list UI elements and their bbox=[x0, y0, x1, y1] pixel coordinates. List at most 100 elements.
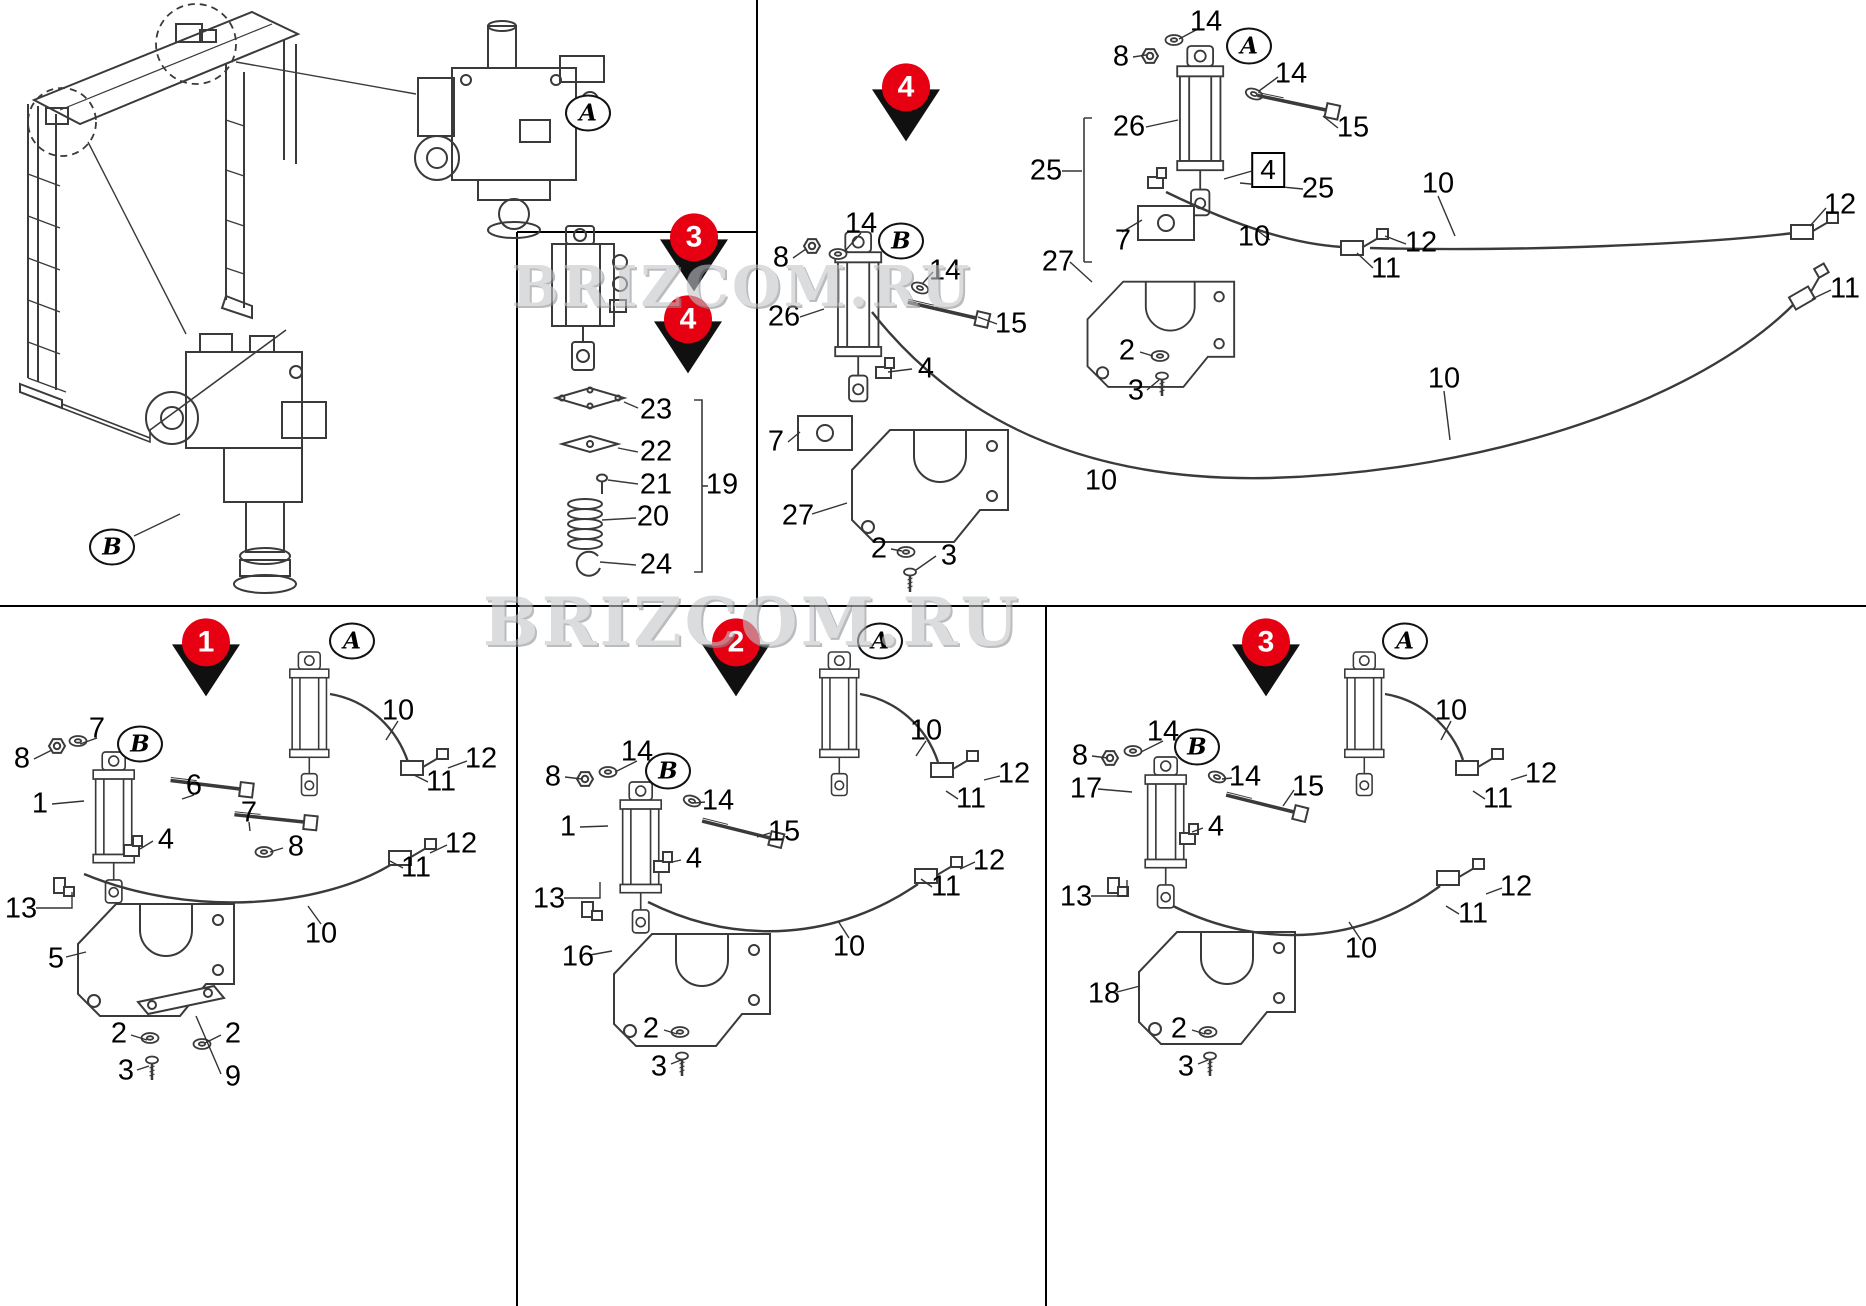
section-1-part-label-12: 12 bbox=[464, 742, 498, 775]
section-4-part-label-8: 8 bbox=[1112, 40, 1130, 73]
assembly-b-drawing bbox=[133, 333, 327, 594]
section-4-part-label-2: 2 bbox=[1118, 334, 1136, 367]
section-1-part-label-3: 3 bbox=[117, 1054, 135, 1087]
section-1-part-label-10: 10 bbox=[304, 917, 338, 950]
badge-number: 4 bbox=[664, 295, 712, 344]
section-4-part-label-12: 12 bbox=[1823, 188, 1857, 221]
section-2-part-label-13: 13 bbox=[532, 882, 566, 915]
section-1-part-label-8: 8 bbox=[13, 742, 31, 775]
section-3-part-label-13: 13 bbox=[1059, 880, 1093, 913]
section-1-view-label-b: B bbox=[117, 725, 163, 763]
section-4-part-label-15: 15 bbox=[1336, 111, 1370, 144]
section-1-part-label-11: 11 bbox=[425, 765, 457, 798]
section-3-part-label-3: 3 bbox=[1177, 1050, 1195, 1083]
section-2-part-label-14: 14 bbox=[701, 784, 735, 817]
badge-number: 2 bbox=[712, 618, 760, 667]
watermark-1: BRIZCOM.RU bbox=[511, 254, 973, 320]
section-1-part-label-4: 4 bbox=[157, 823, 175, 856]
section-4-part-label-14: 14 bbox=[844, 207, 878, 240]
section-1-part-label-9: 9 bbox=[224, 1060, 242, 1093]
section-4-part-label-8: 8 bbox=[772, 241, 790, 274]
section-2-part-label-11: 11 bbox=[955, 782, 987, 815]
section3-leaders bbox=[1091, 720, 1528, 1065]
section-4-part-label-12: 12 bbox=[1404, 226, 1438, 259]
section-4-boxed-label-4: 4 bbox=[1251, 152, 1285, 188]
section-4-part-label-10: 10 bbox=[1427, 362, 1461, 395]
section-4-part-label-10: 10 bbox=[1084, 464, 1118, 497]
section-1-part-label-10: 10 bbox=[381, 694, 415, 727]
section-4-part-label-11: 11 bbox=[1829, 272, 1861, 305]
section-2-part-label-8: 8 bbox=[544, 760, 562, 793]
section-4-part-label-14: 14 bbox=[1274, 57, 1308, 90]
section-4-part-label-25: 25 bbox=[1029, 154, 1063, 187]
section-3-part-label-4: 4 bbox=[1207, 810, 1225, 843]
section-4-part-label-10: 10 bbox=[1421, 167, 1455, 200]
section-2-part-label-4: 4 bbox=[685, 842, 703, 875]
section-2-badge-2: 2 bbox=[698, 618, 774, 702]
section-3-part-label-14: 14 bbox=[1146, 715, 1180, 748]
section-1-part-label-1: 1 bbox=[31, 787, 49, 820]
section-2-part-label-12: 12 bbox=[997, 757, 1031, 790]
section-4-view-label-a: A bbox=[1226, 27, 1272, 65]
valve-exploded-drawing bbox=[551, 225, 708, 577]
section-2-part-label-2: 2 bbox=[642, 1012, 660, 1045]
section-4-part-label-14: 14 bbox=[1189, 5, 1223, 38]
section-2-view-label-a: A bbox=[857, 622, 903, 660]
frame-drawing bbox=[19, 3, 417, 444]
section-3-part-label-2: 2 bbox=[1170, 1012, 1188, 1045]
section-4-part-label-10: 10 bbox=[1237, 220, 1271, 253]
section-4-part-label-4: 4 bbox=[917, 352, 935, 385]
section2-leaders bbox=[564, 740, 1001, 1065]
section-2-part-label-10: 10 bbox=[832, 930, 866, 963]
section-1-badge-1: 1 bbox=[168, 618, 244, 702]
section-3-part-label-11: 11 bbox=[1457, 897, 1489, 930]
section-3-view-label-a: A bbox=[1382, 622, 1428, 660]
section-3-part-label-17: 17 bbox=[1069, 772, 1103, 805]
section-1-part-label-2: 2 bbox=[110, 1017, 128, 1050]
watermark-2: BRIZCOM.RU bbox=[482, 583, 1022, 661]
section-1-part-label-6: 6 bbox=[185, 769, 203, 802]
valve-detail-part-label-23: 23 bbox=[639, 393, 673, 426]
section-2-part-label-10: 10 bbox=[909, 714, 943, 747]
section-3-part-label-10: 10 bbox=[1344, 932, 1378, 965]
section-1-view-label-a: A bbox=[329, 622, 375, 660]
section4-drawing bbox=[797, 34, 1839, 594]
overview-view-label-b: B bbox=[89, 528, 135, 566]
section-2-view-label-b: B bbox=[645, 752, 691, 790]
section-3-part-label-10: 10 bbox=[1434, 694, 1468, 727]
section-3-part-label-12: 12 bbox=[1499, 870, 1533, 903]
valve-detail-badge-3: 3 bbox=[656, 213, 732, 297]
section-3-part-label-15: 15 bbox=[1291, 770, 1325, 803]
section-1-part-label-7: 7 bbox=[240, 796, 258, 829]
section-1-part-label-2: 2 bbox=[224, 1017, 242, 1050]
section-4-part-label-26: 26 bbox=[767, 300, 801, 333]
section-2-part-label-3: 3 bbox=[650, 1050, 668, 1083]
section-4-part-label-14: 14 bbox=[928, 254, 962, 287]
badge-number: 3 bbox=[1242, 618, 1290, 667]
badge-number: 3 bbox=[670, 213, 718, 262]
section-3-part-label-14: 14 bbox=[1228, 760, 1262, 793]
section-2-part-label-15: 15 bbox=[767, 815, 801, 848]
section-4-part-label-27: 27 bbox=[781, 499, 815, 532]
section-3-part-label-12: 12 bbox=[1524, 757, 1558, 790]
section-4-part-label-3: 3 bbox=[940, 539, 958, 572]
section-4-view-label-b: B bbox=[878, 222, 924, 260]
section3-drawing bbox=[1101, 651, 1504, 1078]
valve-detail-part-label-24: 24 bbox=[639, 548, 673, 581]
valve-detail-part-label-20: 20 bbox=[636, 500, 670, 533]
section-4-part-label-7: 7 bbox=[767, 425, 785, 458]
section4-leaders bbox=[787, 29, 1832, 571]
section-1-part-label-13: 13 bbox=[4, 892, 38, 925]
section-4-part-label-27: 27 bbox=[1041, 245, 1075, 278]
section-4-part-label-26: 26 bbox=[1112, 110, 1146, 143]
valve-detail-part-label-22: 22 bbox=[639, 435, 673, 468]
section-3-part-label-11: 11 bbox=[1482, 782, 1514, 815]
section-1-part-label-11: 11 bbox=[400, 851, 432, 884]
section-4-badge-4: 4 bbox=[868, 63, 944, 147]
section-4-part-label-3: 3 bbox=[1127, 374, 1145, 407]
section2-drawing bbox=[576, 651, 979, 1078]
valve-detail-badge-4: 4 bbox=[650, 295, 726, 379]
